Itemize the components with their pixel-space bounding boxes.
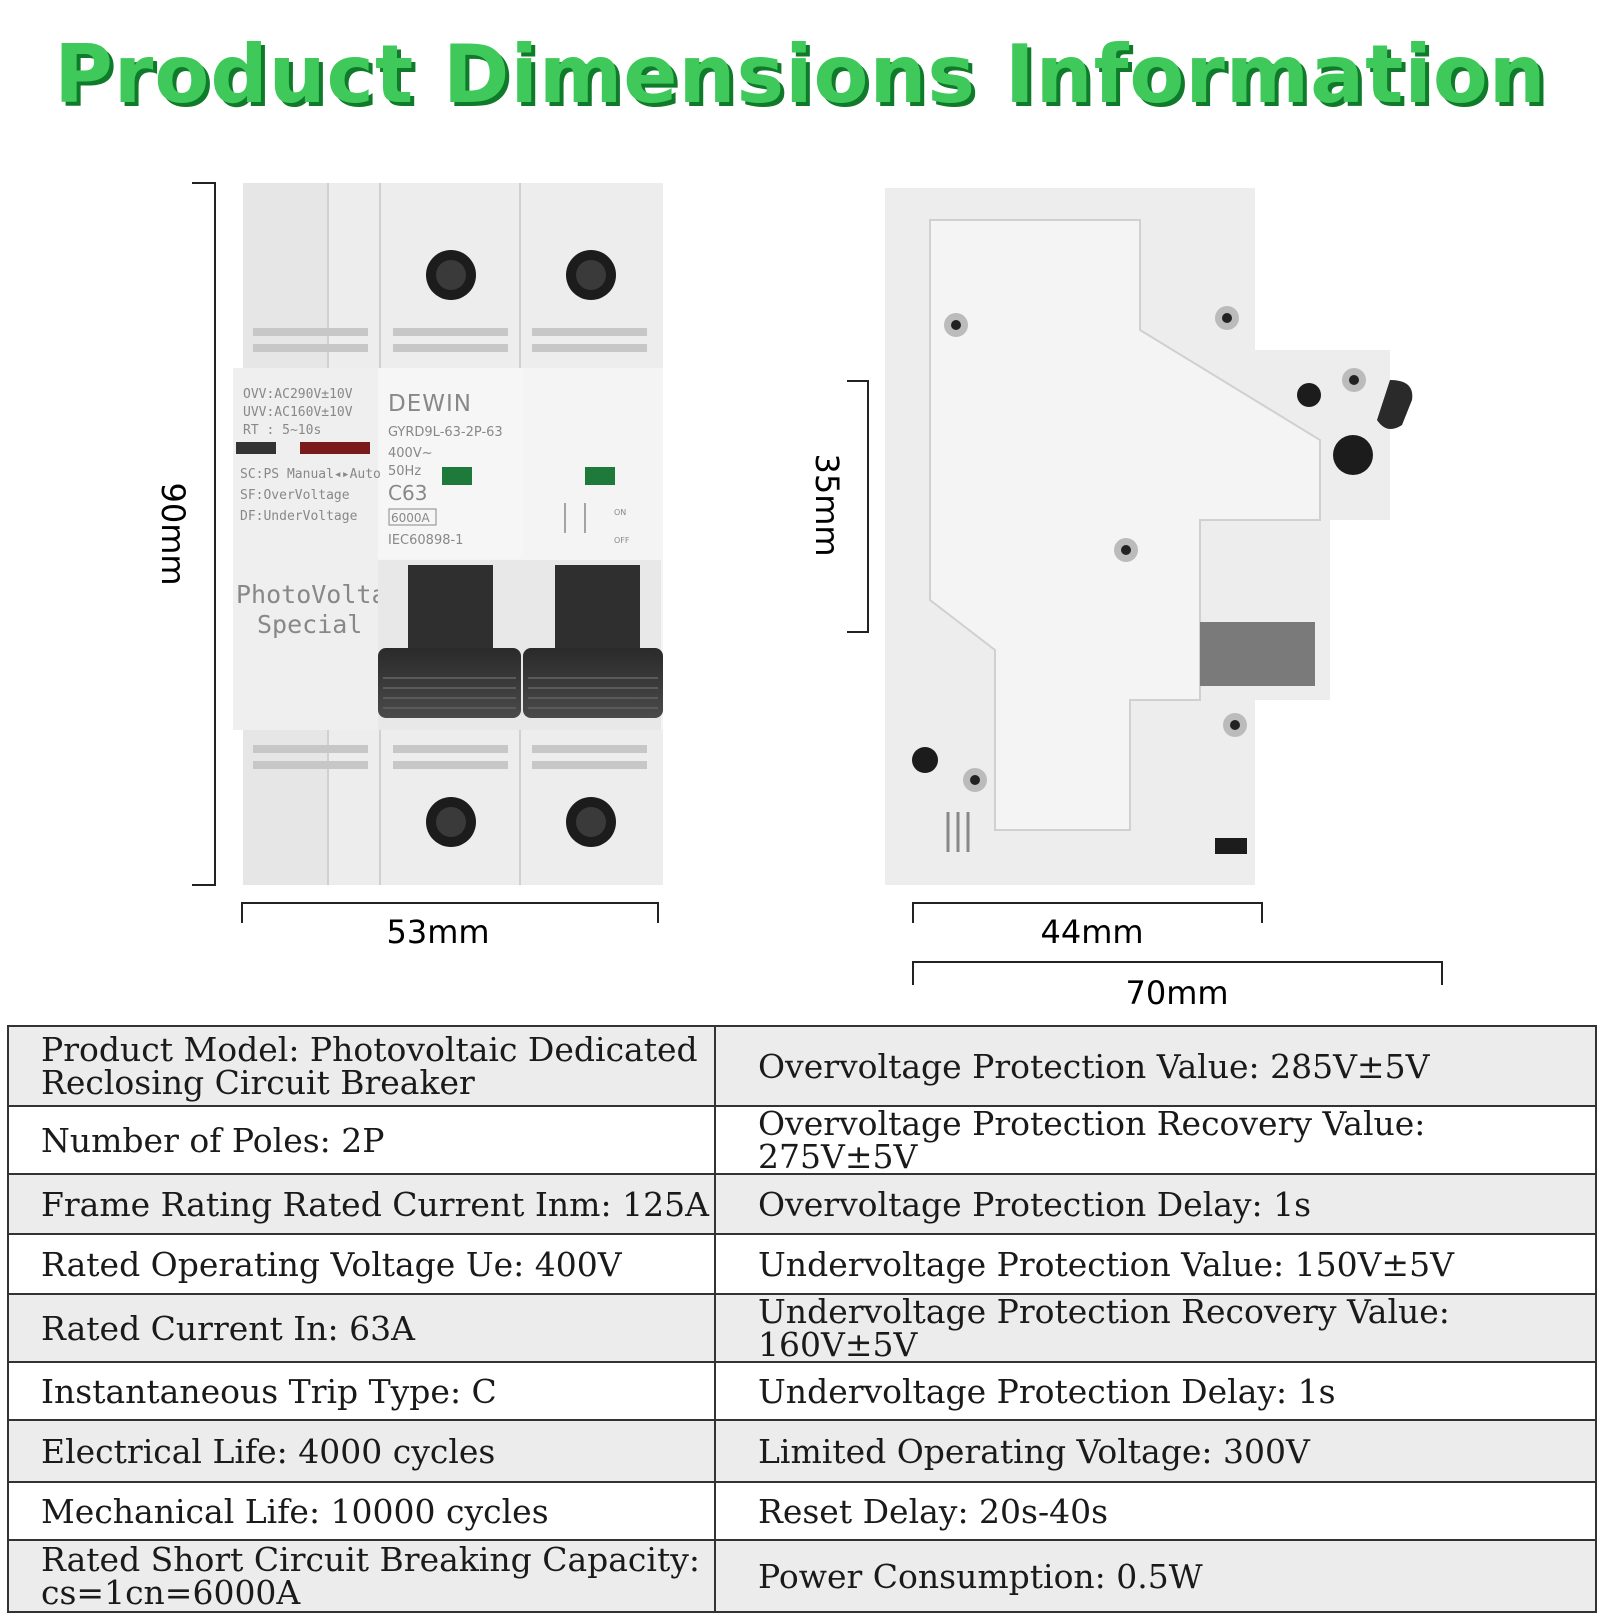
- dimension-44-label: 44mm: [1040, 913, 1143, 951]
- spec-cell: Undervoltage Protection Recovery Value: …: [714, 1293, 1597, 1363]
- rivet-icon: [1342, 368, 1366, 392]
- spec-cell: Frame Rating Rated Current Inm: 125A: [7, 1173, 716, 1235]
- terminal-screw-icon: [426, 250, 476, 300]
- spec-cell: Undervoltage Protection Delay: 1s: [714, 1361, 1597, 1421]
- toggle-handle: [378, 565, 521, 718]
- spec-cell: Electrical Life: 4000 cycles: [7, 1419, 716, 1483]
- table-row: Rated Current In: 63A Undervoltage Prote…: [7, 1293, 1597, 1363]
- rivet-icon: [1223, 713, 1247, 737]
- table-row: Rated Short Circuit Breaking Capacity: c…: [7, 1539, 1597, 1613]
- terminal-screw-icon: [426, 797, 476, 847]
- table-row: Electrical Life: 4000 cycles Limited Ope…: [7, 1419, 1597, 1483]
- rivet-icon: [1215, 306, 1239, 330]
- rivet-icon: [1114, 538, 1138, 562]
- dimension-line-height-35: [847, 380, 869, 633]
- ovv-label: OVV:AC290V±10V: [243, 387, 353, 402]
- front-view-breaker: OVV:AC290V±10V UVV:AC160V±10V RT : 5~10s…: [233, 183, 663, 885]
- table-row: Mechanical Life: 10000 cycles Reset Dela…: [7, 1481, 1597, 1541]
- spec-cell: Rated Short Circuit Breaking Capacity: c…: [7, 1539, 716, 1613]
- table-row: Product Model: Photovoltaic Dedicated Re…: [7, 1025, 1597, 1107]
- spec-cell: Overvoltage Protection Value: 285V±5V: [714, 1025, 1597, 1107]
- off-label: OFF: [614, 536, 630, 545]
- dimension-line-width-44: [912, 902, 1263, 923]
- rivet-icon: [944, 313, 968, 337]
- spec-cell: Rated Current In: 63A: [7, 1293, 716, 1363]
- specifications-table: Product Model: Photovoltaic Dedicated Re…: [7, 1025, 1597, 1613]
- spec-cell: Mechanical Life: 10000 cycles: [7, 1481, 716, 1541]
- dimension-line-height: [192, 182, 216, 886]
- sf-label: SF:OverVoltage: [240, 488, 350, 503]
- spec-cell: Number of Poles: 2P: [7, 1105, 716, 1175]
- frequency-label: 50Hz: [388, 464, 421, 479]
- df-label: DF:UnderVoltage: [240, 509, 358, 524]
- spec-cell: Overvoltage Protection Delay: 1s: [714, 1173, 1597, 1235]
- page-title: Product Dimensions Information: [54, 28, 1547, 121]
- dimension-70-label: 70mm: [1125, 974, 1228, 1012]
- rivet-icon: [963, 768, 987, 792]
- model-code-label: GYRD9L-63-2P-63: [388, 425, 503, 440]
- spec-cell: Overvoltage Protection Recovery Value: 2…: [714, 1105, 1597, 1175]
- dimension-width-label: 53mm: [386, 913, 489, 951]
- table-row: Instantaneous Trip Type: C Undervoltage …: [7, 1361, 1597, 1421]
- spec-cell: Limited Operating Voltage: 300V: [714, 1419, 1597, 1483]
- dimension-line-depth-70: [912, 961, 1443, 985]
- pv-label-line2: Special: [257, 610, 362, 639]
- spec-cell: Rated Operating Voltage Ue: 400V: [7, 1233, 716, 1295]
- voltage-label: 400V~: [388, 446, 433, 461]
- table-row: Rated Operating Voltage Ue: 400V Undervo…: [7, 1233, 1597, 1295]
- product-figure: OVV:AC290V±10V UVV:AC160V±10V RT : 5~10s…: [154, 182, 1443, 1012]
- brand-label: DEWIN: [388, 391, 472, 417]
- dimension-line-width: [241, 902, 659, 923]
- toggle-handle: [523, 565, 663, 718]
- side-view-breaker: [885, 188, 1413, 885]
- standard-label: IEC60898-1: [388, 533, 463, 548]
- rt-label: RT : 5~10s: [243, 423, 321, 438]
- curve-label: C63: [388, 481, 427, 505]
- dimension-height-label: 90mm: [154, 482, 192, 585]
- spec-cell: Product Model: Photovoltaic Dedicated Re…: [7, 1025, 716, 1107]
- terminal-screw-icon: [566, 250, 616, 300]
- spec-cell: Undervoltage Protection Value: 150V±5V: [714, 1233, 1597, 1295]
- capacity-label: 6000A: [391, 511, 431, 525]
- sc-label: SC:PS Manual◂▸Auto: [240, 467, 381, 482]
- uvv-label: UVV:AC160V±10V: [243, 405, 353, 420]
- table-row: Number of Poles: 2P Overvoltage Protecti…: [7, 1105, 1597, 1175]
- spec-cell: Instantaneous Trip Type: C: [7, 1361, 716, 1421]
- terminal-screw-icon: [566, 797, 616, 847]
- dimension-35-label: 35mm: [808, 453, 846, 556]
- spec-cell: Reset Delay: 20s-40s: [714, 1481, 1597, 1541]
- spec-cell: Power Consumption: 0.5W: [714, 1539, 1597, 1613]
- table-row: Frame Rating Rated Current Inm: 125A Ove…: [7, 1173, 1597, 1235]
- on-label: ON: [614, 508, 626, 517]
